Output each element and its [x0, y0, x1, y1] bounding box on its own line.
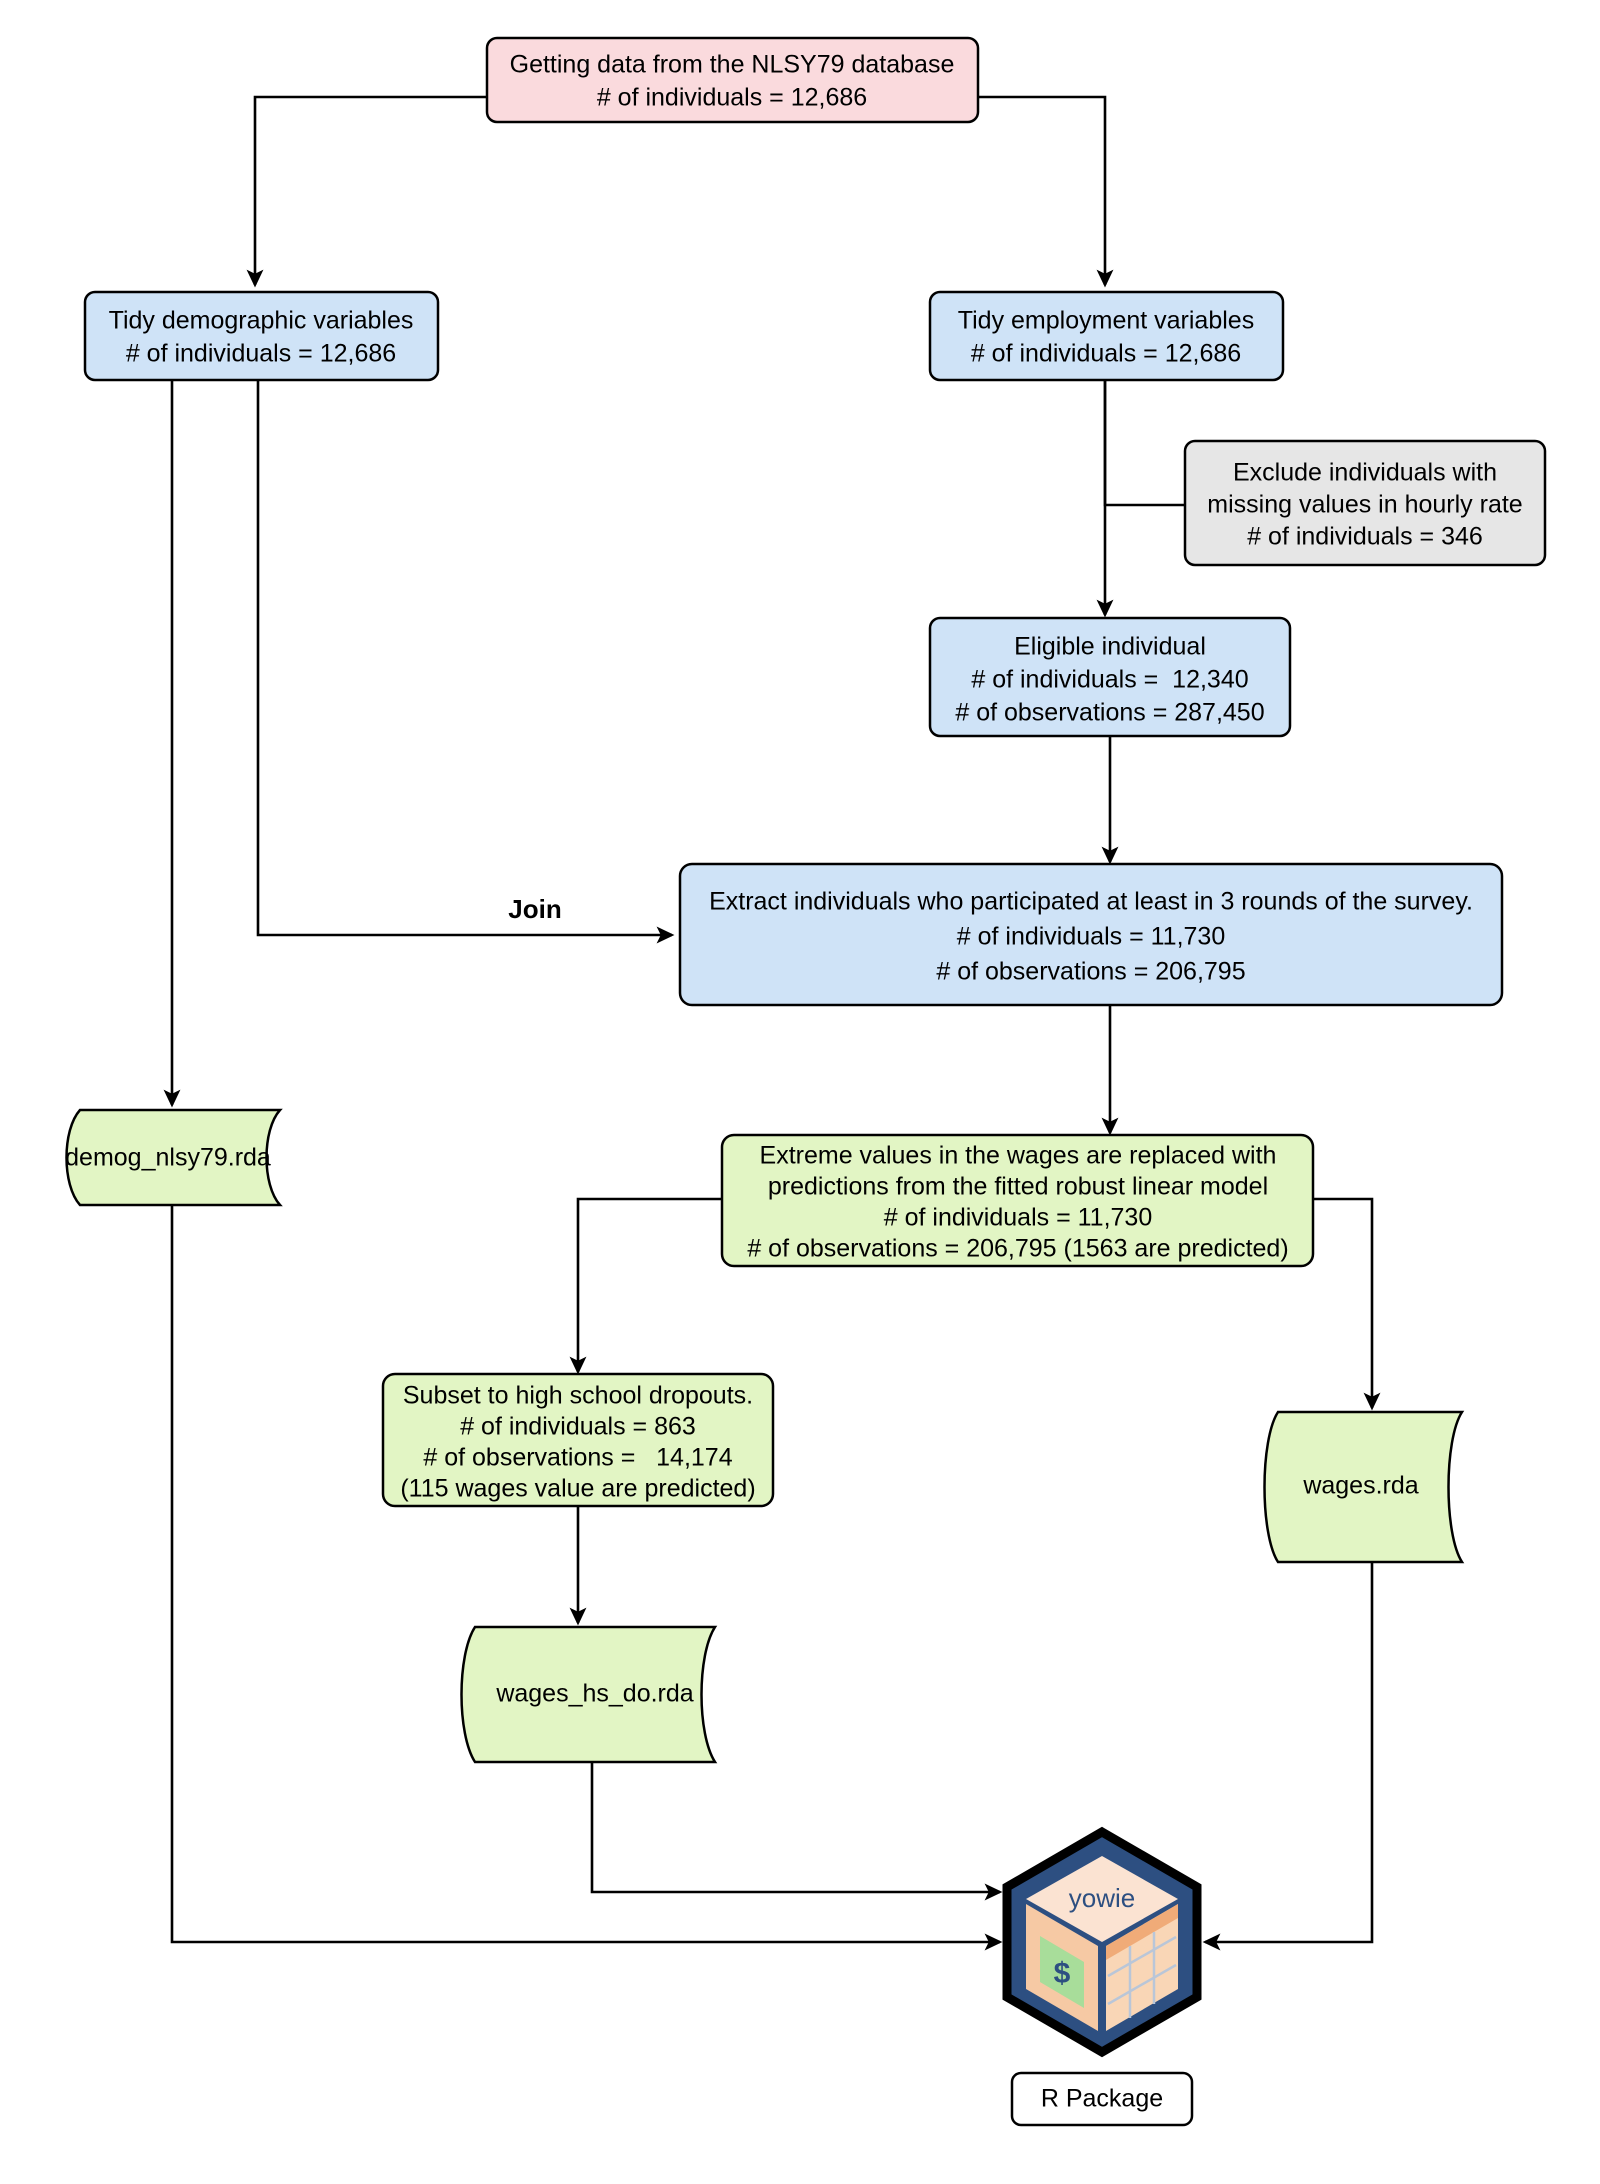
r-package-caption-box: [1010, 2071, 1194, 2127]
r-package-caption[interactable]: R Package: [1010, 2071, 1194, 2127]
demog-file-shape: [65, 1108, 283, 1207]
yowie-wordmark: yowie: [1069, 1883, 1135, 1913]
node-demog-nlsy79-rda[interactable]: demog_nlsy79.rda: [65, 1108, 283, 1207]
yowie-banknote: [1040, 1936, 1084, 2008]
exclude-box: [1183, 439, 1547, 567]
subset-line-4: (115 wages value are predicted): [400, 1475, 755, 1503]
edge-source-to-tidy-demographic: [246, 95, 487, 288]
tidy-employment-line-1: Tidy employment variables: [958, 307, 1254, 335]
yowie-cube-top-face: [1026, 1856, 1178, 1942]
wages-file-shape: [1263, 1410, 1465, 1564]
subset-line-3: # of observations = 14,174: [423, 1444, 732, 1472]
edge-wages-hs-do-file-to-package: [590, 1762, 1003, 1901]
subset-box: [381, 1372, 775, 1508]
extreme-line-1: Extreme values in the wages are replaced…: [760, 1142, 1277, 1170]
wages-file-label: wages.rda: [1302, 1472, 1418, 1500]
edge-tidy-demographic-to-extract-join: [256, 380, 675, 944]
extreme-box: [720, 1133, 1315, 1268]
node-tidy-employment-variables[interactable]: Tidy employment variables # of individua…: [928, 290, 1285, 382]
edge-extreme-to-wages-file: [1313, 1197, 1381, 1411]
yowie-cube-right-flap: [1106, 1904, 1178, 1960]
tidy-employment-box: [928, 290, 1285, 382]
nlsy79-source-line-1: Getting data from the NLSY79 database: [510, 51, 955, 79]
edge-label-join: Join: [508, 894, 561, 924]
node-wages-hs-do-rda[interactable]: wages_hs_do.rda: [460, 1625, 718, 1764]
subset-line-1: Subset to high school dropouts.: [403, 1382, 753, 1410]
eligible-line-3: # of observations = 287,450: [955, 699, 1264, 727]
eligible-line-2: # of individuals = 12,340: [971, 666, 1248, 694]
eligible-box: [928, 616, 1292, 738]
tidy-demographic-line-2: # of individuals = 12,686: [126, 340, 396, 368]
node-replace-extreme-wages[interactable]: Extreme values in the wages are replaced…: [720, 1133, 1315, 1268]
extreme-line-3: # of individuals = 11,730: [884, 1204, 1152, 1232]
node-tidy-demographic-variables[interactable]: Tidy demographic variables # of individu…: [83, 290, 440, 382]
node-exclude-missing-hourly-rate[interactable]: Exclude individuals with missing values …: [1183, 439, 1547, 567]
edge-source-to-tidy-employment: [978, 95, 1114, 288]
node-eligible-individual[interactable]: Eligible individual # of individuals = 1…: [928, 616, 1292, 738]
node-nlsy79-source[interactable]: Getting data from the NLSY79 database # …: [485, 36, 980, 124]
extreme-line-2: predictions from the fitted robust linea…: [768, 1173, 1268, 1201]
node-subset-high-school-dropouts[interactable]: Subset to high school dropouts. # of ind…: [381, 1372, 775, 1508]
exclude-line-2: missing values in hourly rate: [1207, 491, 1522, 519]
extract-box: [678, 862, 1504, 1007]
nlsy79-source-line-2: # of individuals = 12,686: [597, 84, 867, 112]
tidy-demographic-box: [83, 290, 440, 382]
node-r-package[interactable]: $ yowie: [1002, 1826, 1202, 2058]
edge-layer: [163, 95, 1381, 1951]
r-package-caption-label: R Package: [1041, 2085, 1163, 2113]
wages-hs-do-file-shape: [460, 1625, 718, 1764]
yowie-grid-lines: [1107, 1932, 1177, 2018]
edge-wages-file-to-package: [1202, 1562, 1374, 1951]
extract-line-1: Extract individuals who participated at …: [709, 888, 1473, 916]
demog-file-label: demog_nlsy79.rda: [65, 1144, 271, 1172]
eligible-line-1: Eligible individual: [1014, 633, 1206, 661]
subset-line-2: # of individuals = 863: [460, 1413, 696, 1441]
exclude-line-3: # of individuals = 346: [1247, 523, 1483, 551]
nlsy79-source-box: [485, 36, 980, 124]
extract-line-2: # of individuals = 11,730: [957, 923, 1225, 951]
edge-extreme-to-subset: [569, 1197, 722, 1375]
node-wages-rda[interactable]: wages.rda: [1263, 1410, 1465, 1564]
edge-demog-file-to-package: [170, 1205, 1003, 1951]
yowie-currency-label: $: [1054, 1957, 1071, 1990]
tidy-demographic-line-1: Tidy demographic variables: [109, 307, 414, 335]
tidy-employment-line-2: # of individuals = 12,686: [971, 340, 1241, 368]
wages-hs-do-file-label: wages_hs_do.rda: [495, 1680, 693, 1708]
node-extract-three-rounds[interactable]: Extract individuals who participated at …: [678, 862, 1504, 1007]
edge-tidy-employment-to-exclude: [1103, 380, 1185, 507]
exclude-line-1: Exclude individuals with: [1233, 459, 1497, 487]
extreme-line-4: # of observations = 206,795 (1563 are pr…: [747, 1235, 1288, 1263]
extract-line-3: # of observations = 206,795: [936, 958, 1245, 986]
